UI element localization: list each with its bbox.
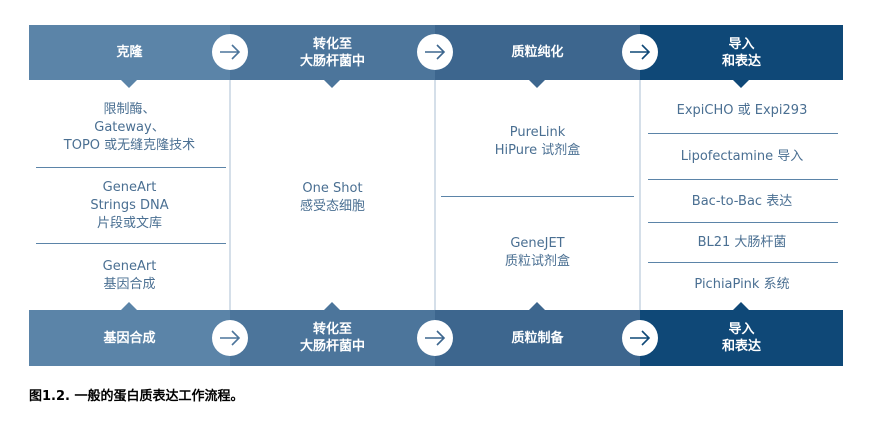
stage-pointer [529, 80, 545, 88]
diagram-body [29, 80, 843, 310]
bottom-stage-plasmid-prep: 质粒制备 [435, 310, 640, 366]
arrow-right-icon [212, 320, 248, 356]
geneart-gene-synthesis-text: GeneArt 基因合成 [102, 259, 157, 292]
stage-pointer [121, 302, 137, 310]
bottom-stage-label: 基因合成 [103, 330, 156, 346]
expression-system-item: BL21 大肠杆菌 [641, 224, 843, 262]
arrow-right-icon [417, 34, 453, 70]
stage-pointer [324, 302, 340, 310]
cloning-methods-text: 限制酶、 Gateway、 TOPO 或无缝克隆技术 [63, 102, 196, 153]
top-stage-plasmid-purification: 质粒纯化 [435, 25, 640, 80]
top-stage-label: 质粒纯化 [511, 45, 564, 60]
top-stage-label: 导入 和表达 [721, 36, 761, 69]
column-divider [434, 80, 436, 310]
geneart-gene-synthesis: GeneArt 基因合成 [29, 246, 230, 306]
bottom-stage-gene-synthesis: 基因合成 [29, 310, 230, 366]
expression-system-label: PichiaPink 系统 [694, 277, 790, 292]
top-stage-label: 克隆 [116, 45, 143, 60]
stage-pointer [529, 302, 545, 310]
genejet-text: GeneJET 质粒试剂盒 [504, 236, 570, 269]
genejet-kit: GeneJET 质粒试剂盒 [436, 200, 639, 306]
arrow-right-icon [212, 34, 248, 70]
row-divider [648, 222, 838, 223]
column-divider [639, 80, 641, 310]
expression-system-label: BL21 大肠杆菌 [697, 235, 787, 250]
stage-pointer [733, 302, 749, 310]
bottom-stage-label: 导入 和表达 [721, 322, 761, 354]
expression-system-item: PichiaPink 系统 [641, 265, 843, 305]
figure-caption: 图1.2. 一般的蛋白质表达工作流程。 [29, 389, 244, 404]
expression-system-label: Bac-to-Bac 表达 [691, 194, 793, 209]
top-stage-label: 转化至 大肠杆菌中 [299, 36, 365, 69]
top-stage-transformation: 转化至 大肠杆菌中 [230, 25, 435, 80]
arrow-right-icon [417, 320, 453, 356]
geneart-strings: GeneArt Strings DNA 片段或文库 [29, 170, 230, 242]
geneart-strings-text: GeneArt Strings DNA 片段或文库 [90, 180, 169, 231]
expression-system-item: Bac-to-Bac 表达 [641, 182, 843, 222]
cloning-methods: 限制酶、 Gateway、 TOPO 或无缝克隆技术 [29, 90, 230, 166]
bottom-stage-expression: 导入 和表达 [640, 310, 843, 366]
row-divider [648, 179, 838, 180]
bottom-stage-transformation: 转化至 大肠杆菌中 [230, 310, 435, 366]
arrow-right-icon [622, 34, 658, 70]
row-divider [648, 133, 838, 134]
row-divider [36, 167, 226, 168]
row-divider [441, 196, 634, 197]
expression-system-item: ExpiCHO 或 Expi293 [641, 90, 843, 132]
stage-pointer [324, 80, 340, 88]
expression-system-label: ExpiCHO 或 Expi293 [676, 103, 808, 118]
bottom-stage-label: 质粒制备 [511, 330, 564, 346]
stage-pointer [121, 80, 137, 88]
top-stage-cloning: 克隆 [29, 25, 230, 80]
purelink-text: PureLink HiPure 试剂盒 [494, 125, 581, 158]
column-divider [229, 80, 231, 310]
bottom-stage-label: 转化至 大肠杆菌中 [299, 322, 365, 354]
stage-pointer [733, 80, 749, 88]
expression-system-item: Lipofectamine 导入 [641, 136, 843, 178]
expression-system-label: Lipofectamine 导入 [680, 149, 804, 164]
one-shot-text: One Shot 感受态细胞 [299, 181, 365, 214]
one-shot-cells: One Shot 感受态细胞 [231, 90, 434, 306]
row-divider [36, 243, 226, 244]
row-divider [648, 262, 838, 263]
top-stage-expression: 导入 和表达 [640, 25, 843, 80]
arrow-right-icon [622, 320, 658, 356]
purelink-kit: PureLink HiPure 试剂盒 [436, 92, 639, 192]
